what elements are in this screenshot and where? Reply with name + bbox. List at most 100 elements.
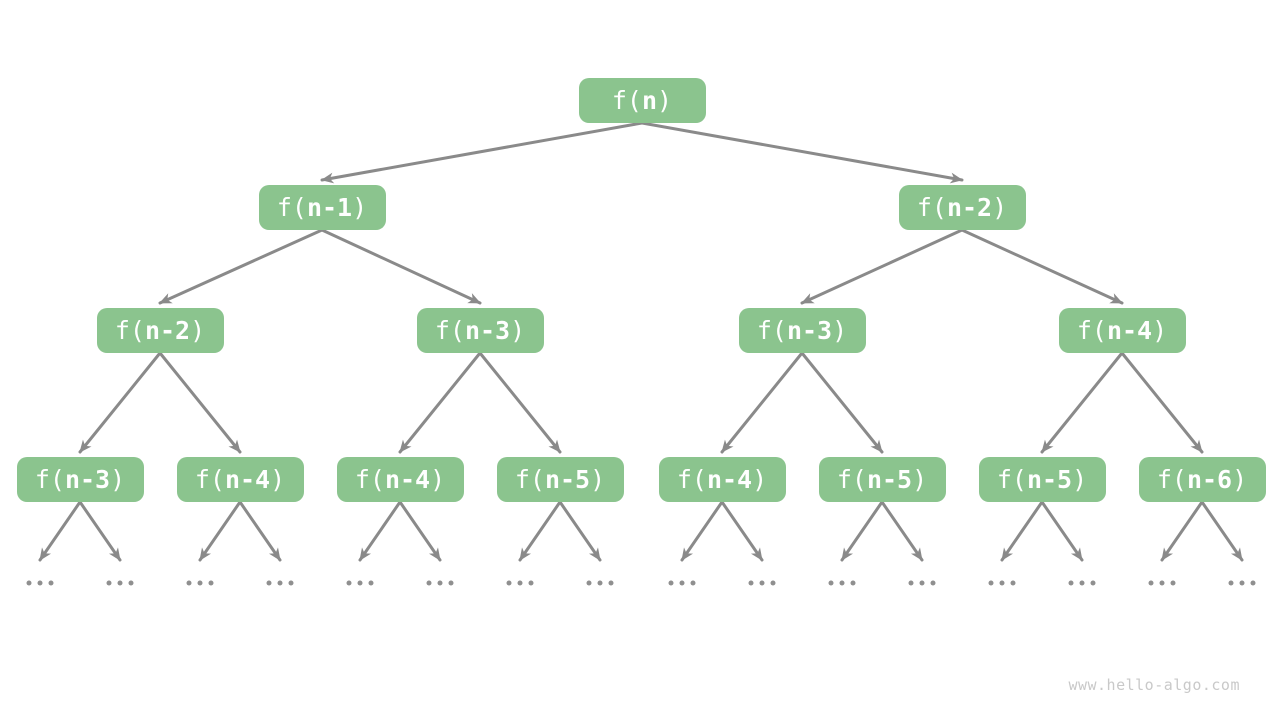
- tree-edge: [640, 121, 964, 184]
- ellipsis-dot: [1239, 580, 1245, 586]
- tree-node-n-2: f(n-2): [898, 184, 1026, 230]
- ellipsis-dot: [48, 580, 54, 586]
- tree-node-n-5: f(n-5): [496, 456, 624, 502]
- ellipsis-dot: [528, 580, 534, 586]
- tree-edge: [680, 500, 724, 562]
- ellipsis: [988, 580, 1016, 586]
- node-label-suffix: ): [992, 192, 1008, 222]
- tree-edge: [320, 228, 482, 305]
- node-label-arg: n-4: [706, 464, 753, 494]
- node-label-arg: n-3: [64, 464, 111, 494]
- node-label-suffix: ): [1072, 464, 1088, 494]
- tree-node-n: f(n): [578, 77, 706, 123]
- node-label-prefix: f(: [756, 315, 787, 345]
- node-label-suffix: ): [352, 192, 368, 222]
- node-label-prefix: f(: [514, 464, 545, 494]
- tree-node-n-4: f(n-4): [1058, 307, 1186, 353]
- tree-node-n-4: f(n-4): [658, 456, 786, 502]
- tree-edge: [158, 351, 242, 454]
- tree-edge: [720, 351, 804, 454]
- node-label-prefix: f(: [996, 464, 1027, 494]
- ellipsis: [668, 580, 696, 586]
- tree-edge: [518, 500, 562, 562]
- ellipsis-dot: [197, 580, 203, 586]
- tree-edge: [158, 228, 324, 305]
- ellipsis: [1148, 580, 1176, 586]
- node-label-suffix: ): [270, 464, 286, 494]
- ellipsis-dot: [1090, 580, 1096, 586]
- ellipsis-dot: [1010, 580, 1016, 586]
- ellipsis-dot: [668, 580, 674, 586]
- tree-edge: [800, 228, 964, 305]
- ellipsis: [828, 580, 856, 586]
- node-label-arg: n-1: [306, 192, 353, 222]
- tree-edge: [398, 500, 442, 562]
- tree-edge: [1160, 500, 1204, 562]
- ellipsis-dot: [597, 580, 603, 586]
- node-label-suffix: ): [1232, 464, 1248, 494]
- ellipsis-dot: [770, 580, 776, 586]
- ellipsis-dot: [1148, 580, 1154, 586]
- ellipsis-dot: [1079, 580, 1085, 586]
- node-label-suffix: ): [752, 464, 768, 494]
- ellipsis-dot: [368, 580, 374, 586]
- node-label-suffix: ): [110, 464, 126, 494]
- node-label-prefix: f(: [836, 464, 867, 494]
- tree-node-n-6: f(n-6): [1138, 456, 1266, 502]
- node-label-arg: n-3: [786, 315, 833, 345]
- ellipsis-dot: [999, 580, 1005, 586]
- tree-node-n-5: f(n-5): [978, 456, 1106, 502]
- ellipsis: [586, 580, 614, 586]
- ellipsis-dot: [748, 580, 754, 586]
- ellipsis-dot: [759, 580, 765, 586]
- ellipsis-dot: [186, 580, 192, 586]
- ellipsis-dot: [277, 580, 283, 586]
- ellipsis-dot: [988, 580, 994, 586]
- ellipsis-dot: [850, 580, 856, 586]
- tree-edge: [398, 351, 482, 454]
- node-label-arg: n-4: [1106, 315, 1153, 345]
- node-label-arg: n-5: [866, 464, 913, 494]
- ellipsis-dot: [1159, 580, 1165, 586]
- node-label-arg: n-4: [384, 464, 431, 494]
- ellipsis: [26, 580, 54, 586]
- ellipsis-dot: [448, 580, 454, 586]
- tree-edge: [1200, 500, 1244, 562]
- watermark-url: www.hello-algo.com: [1068, 676, 1240, 694]
- ellipsis-dot: [517, 580, 523, 586]
- node-label-prefix: f(: [354, 464, 385, 494]
- ellipsis-dot: [839, 580, 845, 586]
- node-label-prefix: f(: [34, 464, 65, 494]
- node-label-suffix: ): [430, 464, 446, 494]
- tree-node-n-5: f(n-5): [818, 456, 946, 502]
- node-label-prefix: f(: [434, 315, 465, 345]
- node-label-prefix: f(: [611, 85, 642, 115]
- node-label-suffix: ): [912, 464, 928, 494]
- node-label-suffix: ): [590, 464, 606, 494]
- node-label-arg: n-2: [946, 192, 993, 222]
- ellipsis: [908, 580, 936, 586]
- node-label-suffix: ): [657, 85, 673, 115]
- ellipsis-dot: [828, 580, 834, 586]
- tree-node-n-1: f(n-1): [258, 184, 386, 230]
- tree-node-n-4: f(n-4): [336, 456, 464, 502]
- ellipsis-dot: [1228, 580, 1234, 586]
- ellipsis-dot: [357, 580, 363, 586]
- node-label-prefix: f(: [916, 192, 947, 222]
- ellipsis-dot: [26, 580, 32, 586]
- ellipsis-dot: [679, 580, 685, 586]
- node-label-arg: n-5: [1026, 464, 1073, 494]
- ellipsis: [426, 580, 454, 586]
- tree-edge: [558, 500, 602, 562]
- ellipsis-dot: [426, 580, 432, 586]
- ellipsis-dot: [1170, 580, 1176, 586]
- tree-edge: [720, 500, 764, 562]
- node-label-prefix: f(: [276, 192, 307, 222]
- node-label-suffix: ): [510, 315, 526, 345]
- tree-node-n-2: f(n-2): [96, 307, 224, 353]
- tree-edge: [960, 228, 1124, 305]
- ellipsis: [1228, 580, 1256, 586]
- node-label-prefix: f(: [1156, 464, 1187, 494]
- node-label-arg: n: [641, 85, 658, 115]
